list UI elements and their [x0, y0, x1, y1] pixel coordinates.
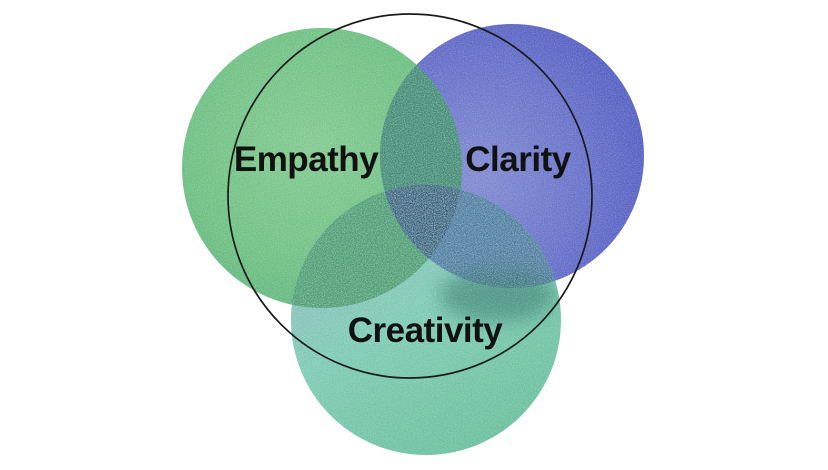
creativity-label: Creativity	[348, 311, 504, 350]
watercolor-grain-texture	[182, 24, 644, 455]
outline-circle	[227, 13, 593, 379]
clarity-label: Clarity	[465, 140, 571, 179]
empathy-label: Empathy	[234, 140, 379, 179]
labels-layer: Empathy Clarity Creativity	[234, 140, 572, 350]
circles-layer	[182, 24, 644, 455]
